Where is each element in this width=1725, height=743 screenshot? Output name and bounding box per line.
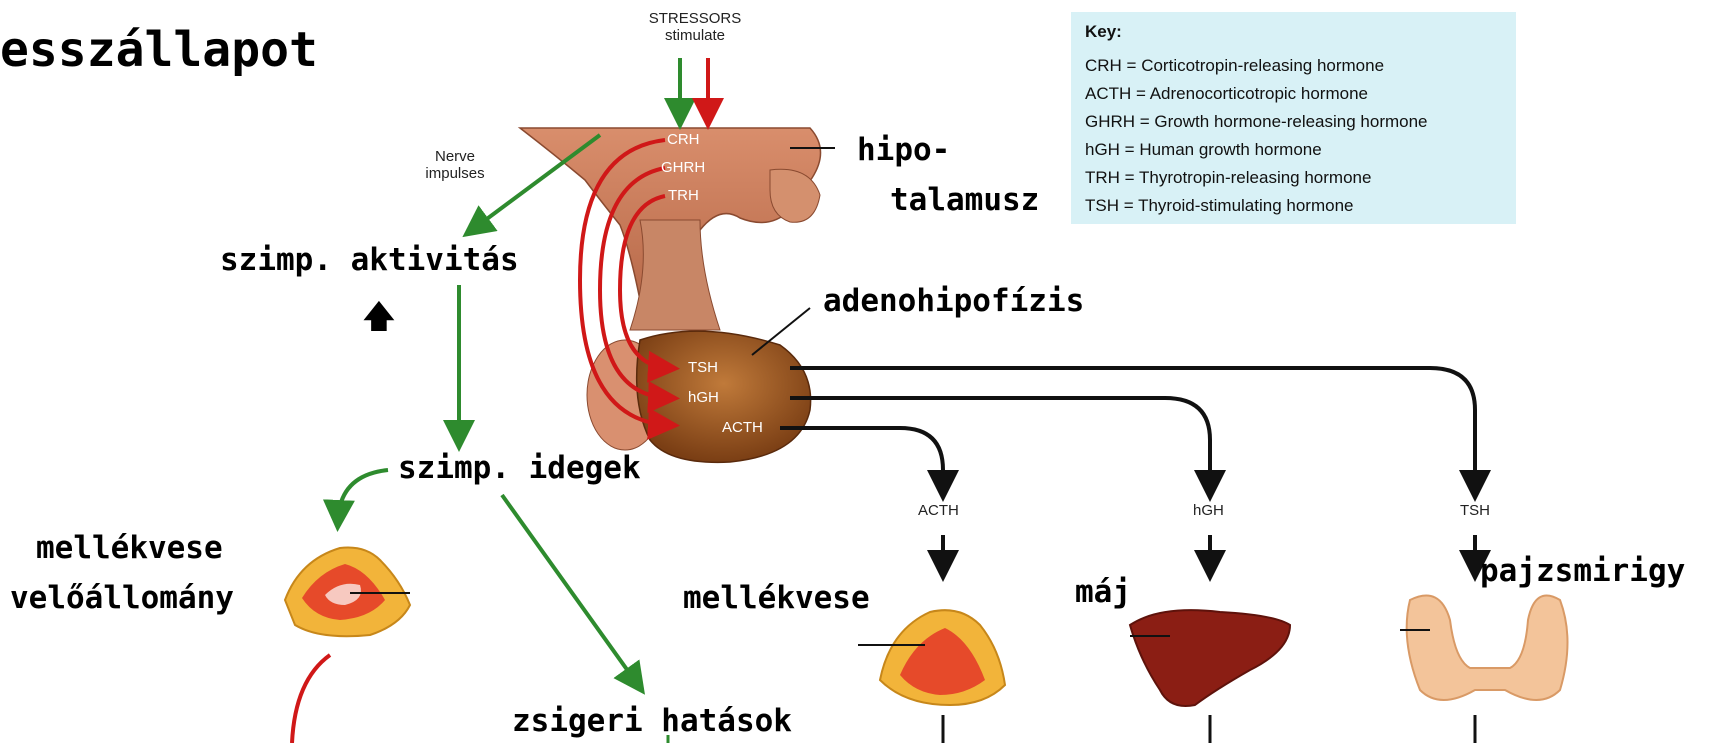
medulla-arrow xyxy=(338,470,388,520)
stressors-line2: stimulate xyxy=(640,27,750,44)
visceral-arrow xyxy=(502,495,638,685)
stressors-line1: STRESSORS xyxy=(640,10,750,27)
pajzsmirigy-label: pajzsmirigy xyxy=(1480,553,1685,589)
adrenal-organ xyxy=(858,610,1005,705)
target-hgh: hGH xyxy=(1193,502,1224,519)
hormone-crh: CRH xyxy=(667,131,700,148)
up-arrow-icon: 🡅 xyxy=(363,294,395,347)
key-title: Key: xyxy=(1085,22,1122,42)
key-entry: hGH = Human growth hormone xyxy=(1085,140,1322,160)
adenohipofizis-label: adenohipofízis xyxy=(823,283,1084,319)
key-entry: ACTH = Adrenocorticotropic hormone xyxy=(1085,84,1368,104)
pituitary-stalk xyxy=(630,220,720,330)
key-entry: CRH = Corticotropin-releasing hormone xyxy=(1085,56,1384,76)
hormone-ghrh: GHRH xyxy=(661,159,705,176)
stressors-label: STRESSORS stimulate xyxy=(640,10,750,44)
acth-route xyxy=(780,428,943,490)
adrenal-medulla-organ xyxy=(285,548,410,637)
zsigeri-label: zsigeri hatások xyxy=(512,703,792,739)
nerve-line1: Nerve xyxy=(415,148,495,165)
hgh-route xyxy=(790,398,1210,490)
talamusz-label: talamusz xyxy=(890,182,1039,218)
szimp-aktivitas-label: szimp. aktivitás xyxy=(220,242,519,278)
key-entry: TSH = Thyroid-stimulating hormone xyxy=(1085,196,1354,216)
mellekvese-label: mellékvese xyxy=(683,580,870,616)
medulla-red-line xyxy=(292,655,330,743)
hormone-trh: TRH xyxy=(668,187,699,204)
mellekvese-velo-line2: velőállomány xyxy=(10,580,234,616)
pit-hgh: hGH xyxy=(688,389,719,406)
target-tsh: TSH xyxy=(1460,502,1490,519)
page-title: esszállapot xyxy=(0,22,318,78)
mellekvese-velo-line1: mellékvese xyxy=(36,530,223,566)
szimp-idegek-label: szimp. idegek xyxy=(398,450,641,486)
thyroid-organ xyxy=(1400,596,1568,701)
nerve-impulses-label: Nerve impulses xyxy=(415,148,495,182)
target-acth: ACTH xyxy=(918,502,959,519)
nerve-line2: impulses xyxy=(415,165,495,182)
key-entry: GHRH = Growth hormone-releasing hormone xyxy=(1085,112,1428,132)
key-entry: TRH = Thyrotropin-releasing hormone xyxy=(1085,168,1371,188)
liver-organ xyxy=(1130,610,1290,706)
pit-tsh: TSH xyxy=(688,359,718,376)
hipo-label: hipo- xyxy=(857,132,950,168)
key-box: Key: CRH = Corticotropin-releasing hormo… xyxy=(1071,12,1516,224)
maj-label: máj xyxy=(1075,574,1131,610)
pit-acth: ACTH xyxy=(722,419,763,436)
